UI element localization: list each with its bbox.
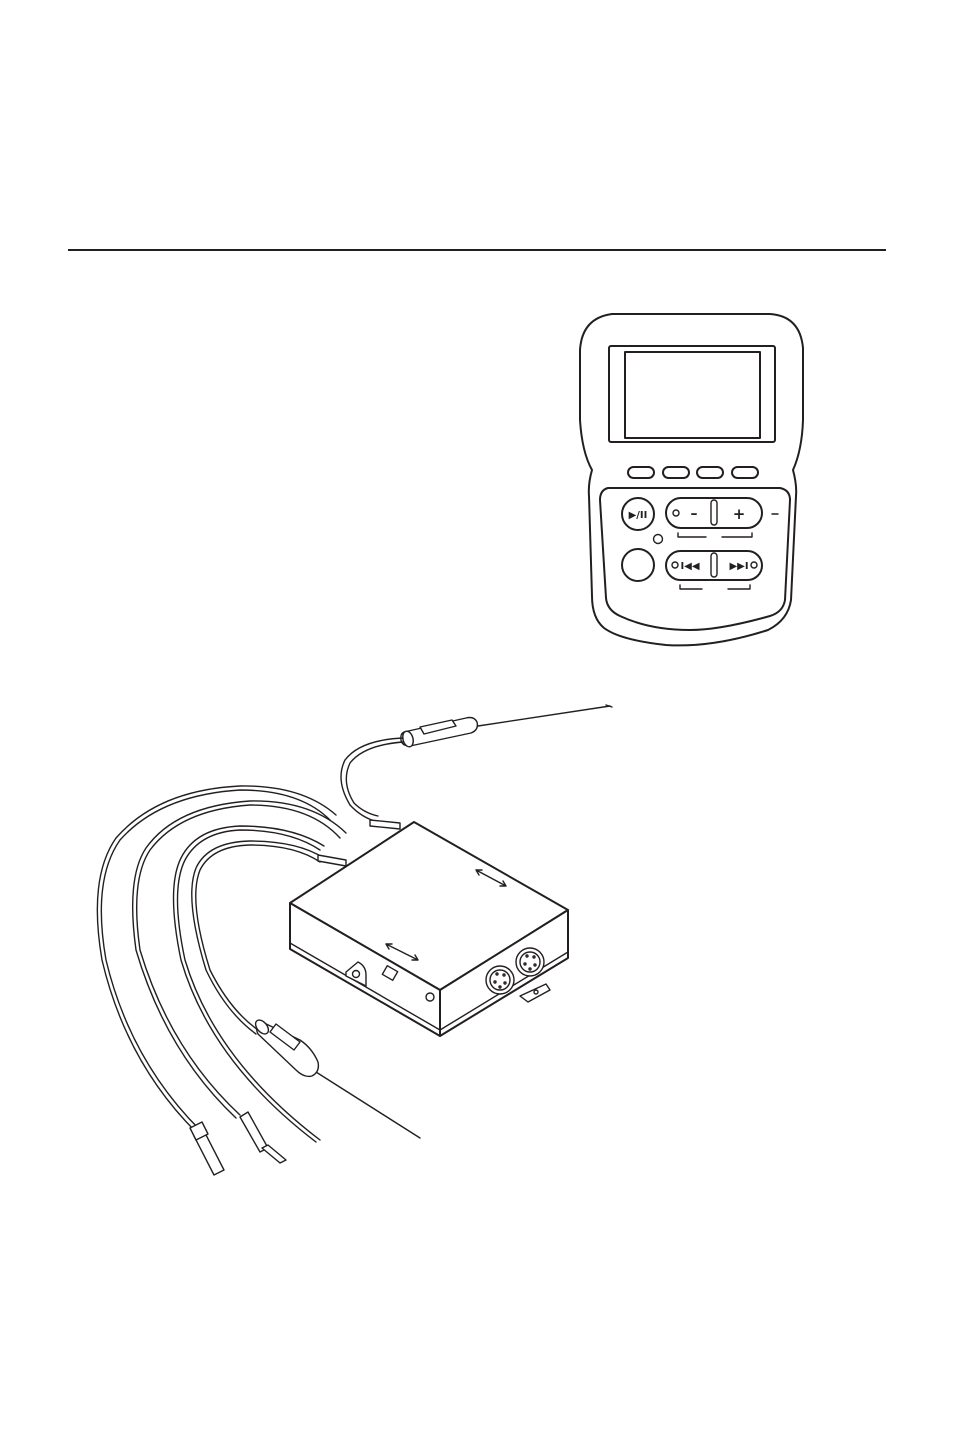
antenna-cable-to-box <box>341 738 403 822</box>
cable-3a <box>178 830 321 1140</box>
antenna-wire <box>478 706 610 726</box>
jack-plug-body <box>240 1112 268 1152</box>
cable-sleeve-2 <box>318 855 346 866</box>
antenna-cable-to-box-inner <box>346 742 403 816</box>
cable-3b <box>174 826 325 1142</box>
cable-4-tail <box>316 1072 420 1138</box>
cable-sleeve-1 <box>370 820 400 829</box>
cable-outer-1 <box>101 790 330 1130</box>
cable-outer-2 <box>97 786 336 1132</box>
jack-plug-tip <box>262 1145 286 1163</box>
